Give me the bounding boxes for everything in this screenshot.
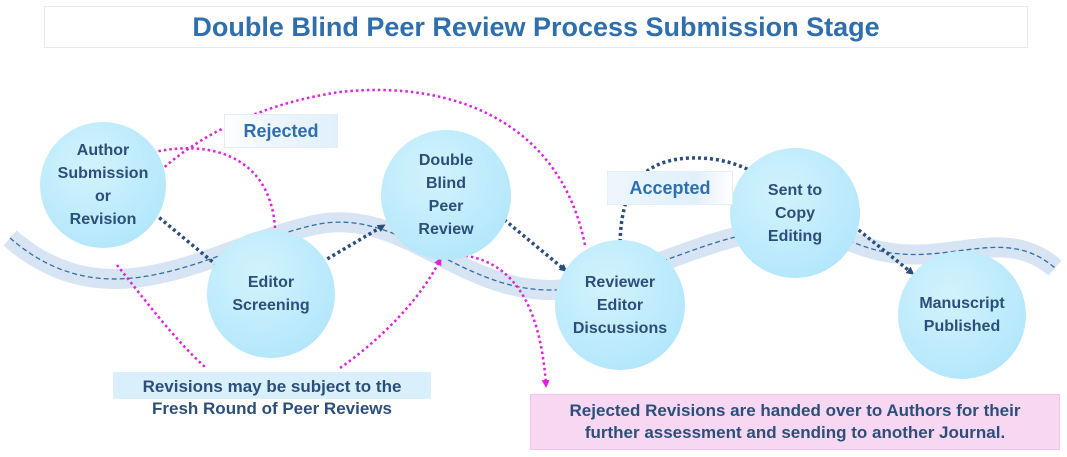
wave-ribbon <box>3 212 1062 300</box>
node-manuscript-published: Manuscript Published <box>898 251 1026 379</box>
arrow-editor-to-peer <box>316 224 386 267</box>
node-sent-to-copy-editing: Sent to Copy Editing <box>730 148 860 278</box>
arrow-revisions-note-to-peer <box>339 257 442 370</box>
accepted-tag: Accepted <box>607 171 733 205</box>
node-double-blind-peer-review: Double Blind Peer Review <box>381 130 511 260</box>
page-title: Double Blind Peer Review Process Submiss… <box>44 6 1028 48</box>
node-author-submission: Author Submission or Revision <box>40 122 166 248</box>
node-reviewer-editor-discussions: Reviewer Editor Discussions <box>555 240 685 370</box>
rejected-tag: Rejected <box>224 114 338 148</box>
arrow-peer-to-rejected-note <box>459 253 550 388</box>
arrow-discussion-back-to-author <box>150 88 587 246</box>
node-editor-screening: Editor Screening <box>207 230 335 358</box>
revisions-note: Revisions may be subject to the Fresh Ro… <box>113 372 431 426</box>
arrow-author-to-revisions-note <box>116 264 206 368</box>
rejected-revisions-note: Rejected Revisions are handed over to Au… <box>530 394 1060 450</box>
arrow-editor-rejected-to-author <box>140 147 277 229</box>
arrow-discussion-to-copy <box>618 156 758 249</box>
